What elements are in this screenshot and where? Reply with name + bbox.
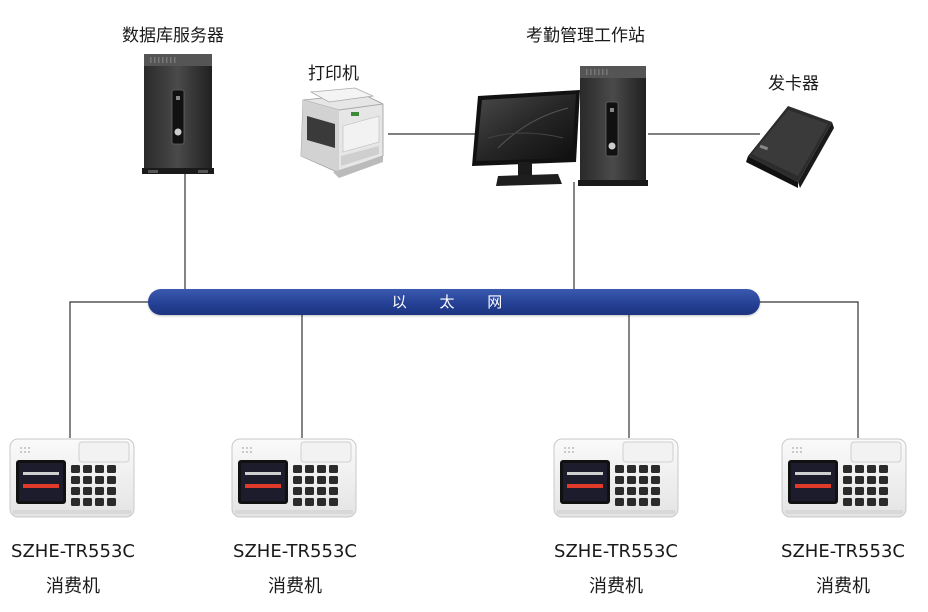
terminal-device (553, 438, 679, 524)
pos-terminal-icon (553, 438, 679, 518)
card-reader-icon (746, 106, 834, 188)
terminal-name-label: 消费机 (46, 576, 100, 597)
terminal-model-label: SZHE-TR553C (11, 541, 135, 562)
terminal-4-link (758, 301, 859, 438)
printer-label: 打印机 (308, 64, 359, 84)
workstation-label: 考勤管理工作站 (526, 26, 645, 46)
terminal-device (781, 438, 907, 524)
terminal-device (9, 438, 135, 524)
pos-terminal-icon (9, 438, 135, 518)
terminal-device (231, 438, 357, 524)
terminal-1-link (69, 301, 150, 438)
terminal-name-label: 消费机 (816, 576, 870, 597)
workstation-tower-icon (578, 66, 648, 186)
ethernet-bus: 以 太 网 (148, 289, 760, 315)
terminal-name-label: 消费机 (589, 576, 643, 597)
pos-terminal-icon (231, 438, 357, 518)
terminal-model-label: SZHE-TR553C (781, 541, 905, 562)
monitor-icon (472, 90, 580, 186)
pos-terminal-icon (781, 438, 907, 518)
db-server-label: 数据库服务器 (122, 26, 224, 46)
printer-icon (300, 87, 384, 178)
terminal-name-label: 消费机 (268, 576, 322, 597)
server-tower-icon (142, 54, 214, 174)
card-issuer-label: 发卡器 (768, 74, 819, 94)
terminal-model-label: SZHE-TR553C (554, 541, 678, 562)
terminal-model-label: SZHE-TR553C (233, 541, 357, 562)
